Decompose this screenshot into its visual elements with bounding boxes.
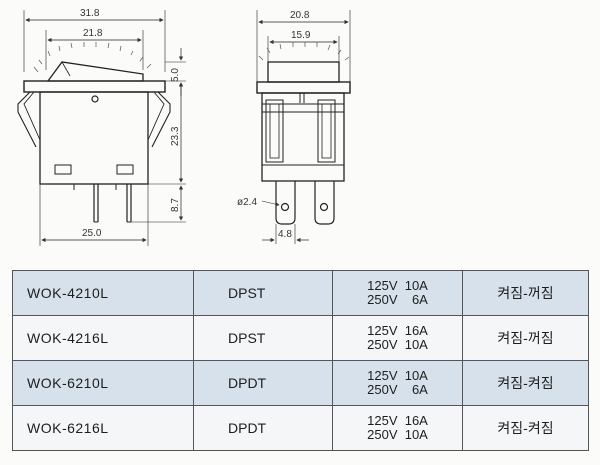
rating-line: 250V 10A (367, 427, 428, 442)
model-cell: WOK-4216L (12, 315, 194, 361)
dim-height-terminal: 8.7 (170, 198, 181, 212)
dim-terminal-width: 4.8 (278, 229, 292, 240)
dim-height-cap: 5.0 (170, 68, 181, 82)
dim-width-top: 31.8 (80, 8, 100, 19)
model-cell: WOK-6210L (12, 360, 194, 406)
rating-line: 125V 16A (367, 413, 428, 428)
function-cell: 켜짐-켜짐 (462, 405, 589, 451)
front-view (17, 10, 186, 246)
model-cell: WOK-4210L (12, 270, 194, 316)
rating-line: 125V 10A (367, 278, 428, 293)
rating-line: 125V 10A (367, 368, 428, 383)
type-cell: DPDT (193, 405, 333, 451)
technical-drawing: 31.8 21.8 25.0 5.0 23.3 8.7 (17, 8, 351, 246)
rating-line: 250V 6A (367, 292, 428, 307)
side-view (256, 10, 351, 244)
dim-height-body: 23.3 (170, 126, 181, 146)
dim-side-width-window: 15.9 (291, 30, 311, 41)
dim-side-width-top: 20.8 (290, 10, 310, 21)
type-cell: DPST (193, 270, 333, 316)
dim-width-window: 21.8 (83, 28, 103, 39)
rating-line: 250V 6A (367, 382, 428, 397)
rating-line: 125V 16A (367, 323, 428, 338)
rating-line: 250V 10A (367, 337, 428, 352)
function-cell: 켜짐-켜짐 (462, 360, 589, 406)
function-cell: 켜짐-꺼짐 (462, 315, 589, 361)
dim-width-bottom: 25.0 (82, 228, 102, 239)
model-cell: WOK-6216L (12, 405, 194, 451)
type-cell: DPST (193, 315, 333, 361)
function-cell: 켜짐-꺼짐 (462, 270, 589, 316)
dim-hole-diameter: ø2.4 (237, 197, 257, 208)
type-cell: DPDT (193, 360, 333, 406)
